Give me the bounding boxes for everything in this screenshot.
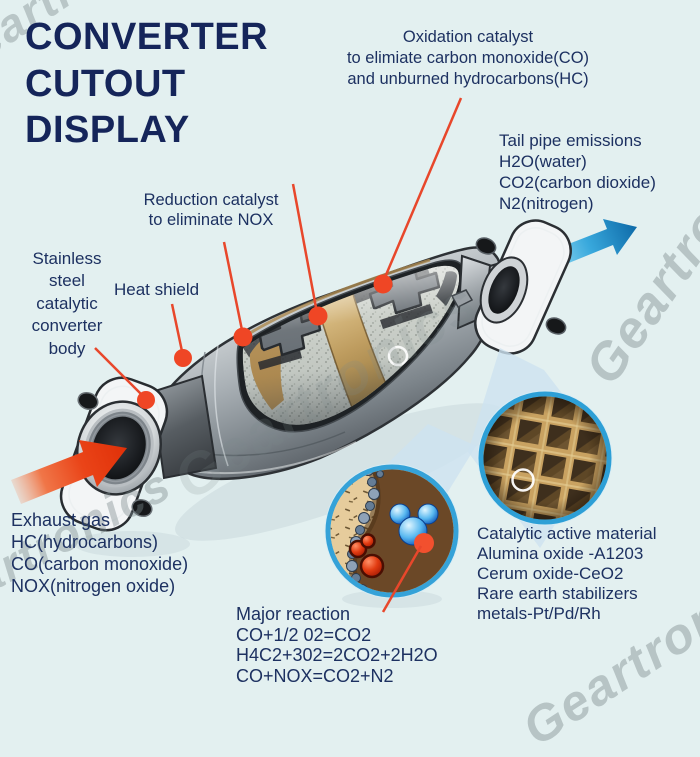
outlet-bolt-hole-bottom: [545, 317, 567, 335]
exhaust-inlet-arrow: [11, 440, 127, 504]
major-reaction-inset: [324, 463, 460, 599]
dot-reduction-2: [308, 306, 328, 326]
dot-heat-shield: [174, 349, 192, 367]
leader-reduction-1: [222, 241, 245, 336]
heat-shield-highlight: [185, 441, 357, 475]
label-major-reaction: Major reaction CO+1/2 02=CO2 H4C2+302=2C…: [236, 604, 438, 687]
flange-tab: [450, 289, 474, 308]
catalytic-converter: [59, 219, 572, 532]
dot-oxidation: [373, 274, 393, 294]
cell-marker-ring: [511, 468, 535, 492]
inlet-bolt-hole-top: [77, 391, 99, 411]
outlet-flange: [450, 219, 572, 355]
tailpipe-emissions-arrow: [553, 219, 637, 267]
label-tail-pipe-emissions: Tail pipe emissions H2O(water) CO2(carbo…: [499, 131, 656, 214]
page-title: CONVERTER CUTOUT DISPLAY: [25, 16, 269, 152]
reaction-anchor-dot: [414, 533, 434, 553]
label-heat-shield: Heat shield: [114, 280, 200, 299]
outlet-bolt-hole-top: [475, 237, 497, 255]
leader-major-reaction: [381, 545, 423, 613]
leader-lines: [94, 97, 463, 613]
leader-heat-shield: [170, 303, 185, 357]
label-exhaust-gas: Exhaust gas HC(hydrocarbons) CO(carbon m…: [11, 510, 189, 596]
label-catalytic-material: Catalytic active material Alumina oxide …: [477, 524, 657, 623]
inlet-bolt-hole-bottom: [131, 498, 153, 518]
red-molecule: [348, 533, 385, 579]
leader-body: [94, 347, 145, 398]
dot-reduction-1: [233, 327, 253, 347]
leader-dots: [137, 274, 393, 409]
label-stainless-body: Stainless steel catalytic converter body: [31, 249, 103, 358]
heat-shield-band-highlight: [214, 344, 229, 467]
label-reduction-catalyst: Reduction catalyst to eliminate NOX: [143, 191, 279, 230]
leader-oxidation: [381, 97, 463, 283]
leader-reduction-2: [291, 183, 319, 314]
mat-edge: [235, 258, 431, 344]
outlet-pipe-stub: [479, 256, 529, 324]
converter-illustration: [11, 97, 637, 613]
honeycomb-inset: [477, 390, 613, 526]
label-oxidation-catalyst: Oxidation catalyst to elimiate carbon mo…: [346, 28, 590, 88]
dot-body: [137, 391, 155, 409]
detail-marker-ring: [387, 345, 409, 367]
